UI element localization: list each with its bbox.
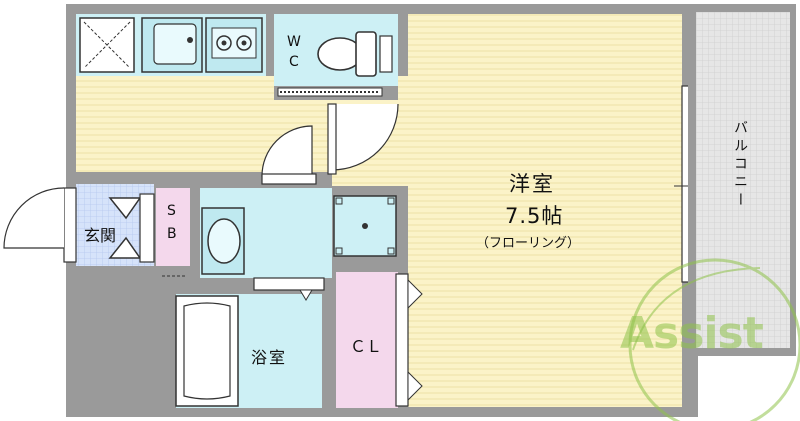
watermark-text: Assist: [620, 308, 764, 359]
wc-label-w: W: [287, 34, 301, 50]
entrance-label: 玄関: [84, 226, 117, 245]
bath-label: 浴室: [251, 348, 288, 367]
balcony-label: バルコニー: [732, 120, 748, 210]
closet-label: ＣＬ: [350, 337, 383, 356]
western-room-name: 洋室: [509, 172, 555, 196]
balcony-floor: [696, 12, 790, 348]
western-room-floor-type: （フローリング）: [476, 236, 581, 251]
entrance-step-icon: [108, 197, 142, 259]
western-room-size: 7.5帖: [505, 204, 564, 228]
bath-door: [253, 277, 325, 291]
shoebox-label-b: B: [167, 226, 177, 242]
shoe-box: [156, 188, 190, 266]
front-door-swing: [3, 187, 65, 249]
wc-label-c: C: [289, 54, 299, 70]
door-swing-west-room: [331, 103, 399, 171]
closet-doors: [395, 273, 409, 407]
door-swing-hall: [261, 125, 313, 177]
watermark-logo: [628, 258, 800, 421]
front-door: [63, 187, 77, 263]
closet: [336, 272, 398, 408]
shoebox-label-s: S: [167, 203, 176, 219]
